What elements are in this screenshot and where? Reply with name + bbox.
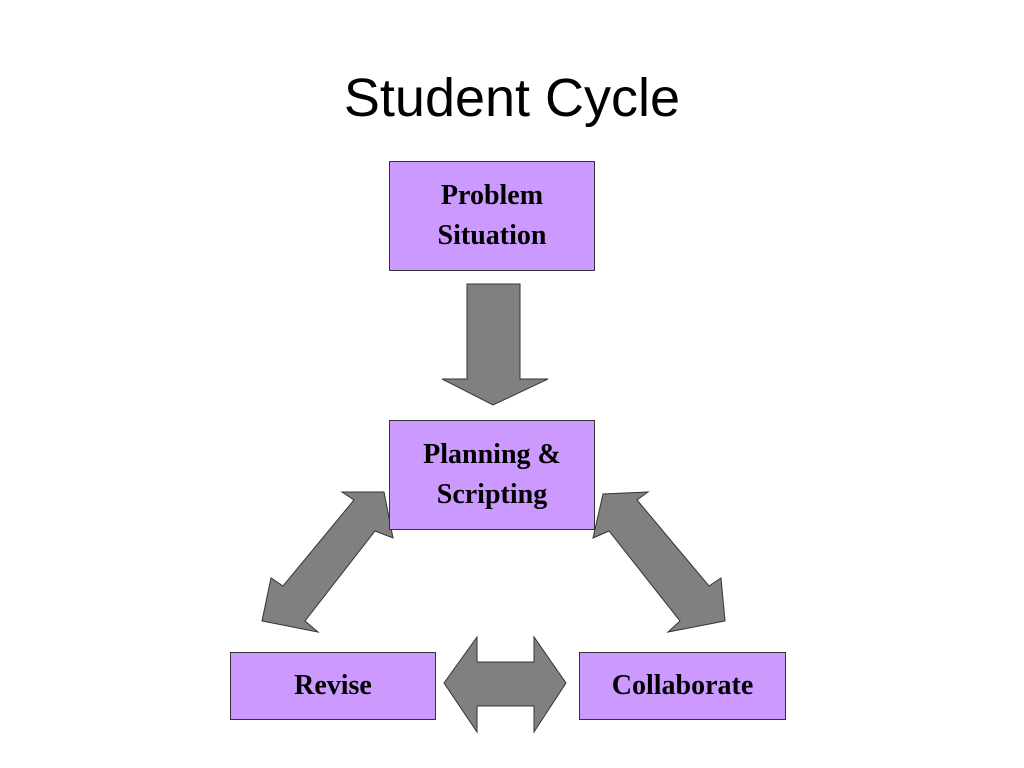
arrow-revise-collaborate-double [443, 635, 567, 734]
node-problem-situation: Problem Situation [389, 161, 595, 271]
arrow-planning-collaborate-double [592, 491, 726, 633]
arrow-planning-revise-double [261, 491, 394, 633]
node-revise: Revise [230, 652, 436, 720]
node-collaborate: Collaborate [579, 652, 786, 720]
arrow-problem-to-planning [441, 283, 549, 406]
slide-title: Student Cycle [343, 68, 681, 128]
node-planning-scripting: Planning & Scripting [389, 420, 595, 530]
